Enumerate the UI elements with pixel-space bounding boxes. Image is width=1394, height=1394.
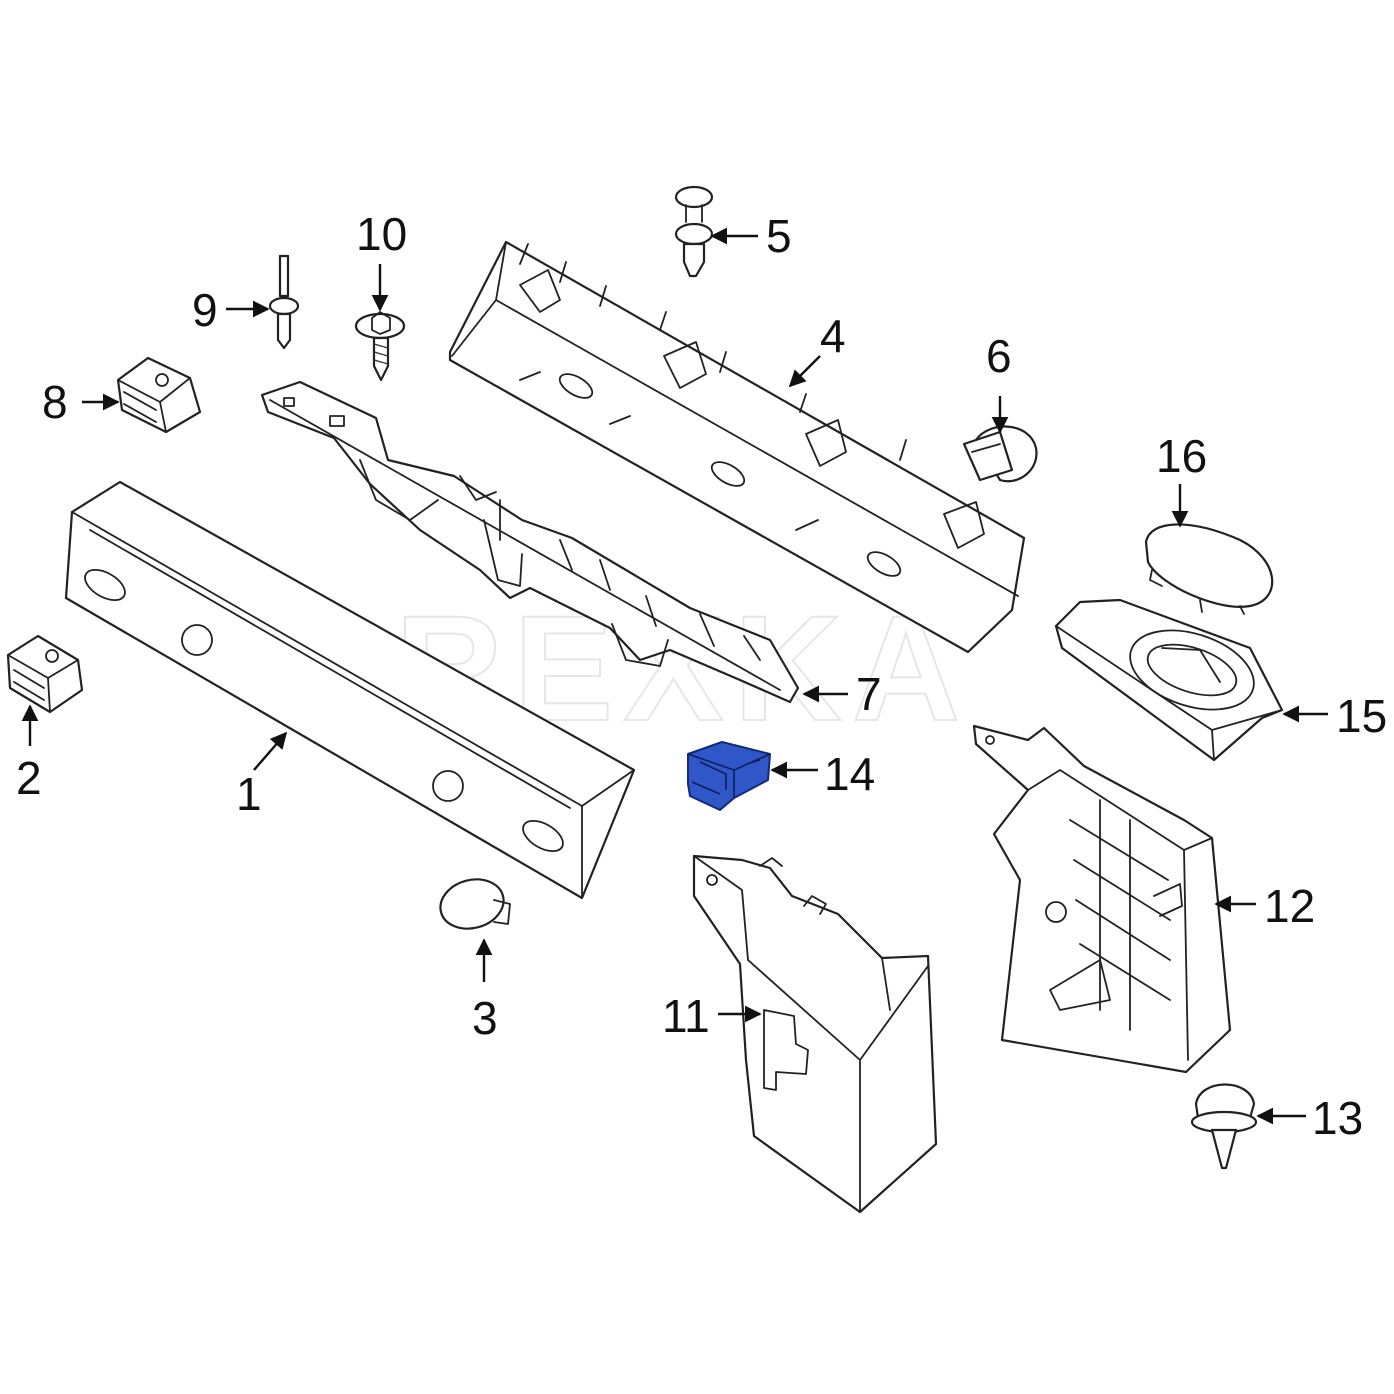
callout-5: 5 xyxy=(766,210,792,262)
callout-6: 6 xyxy=(986,330,1012,382)
part-15-holder[interactable] xyxy=(1054,598,1284,762)
callout-8: 8 xyxy=(42,376,68,428)
part-5-push-pin[interactable] xyxy=(674,185,714,278)
part-10-screw[interactable] xyxy=(354,311,406,382)
callout-4: 4 xyxy=(820,310,846,362)
callout-3: 3 xyxy=(472,992,498,1044)
part-4-upper-trim[interactable] xyxy=(448,240,1026,654)
part-11-lower-panel[interactable] xyxy=(692,854,938,1214)
callout-12: 12 xyxy=(1264,880,1315,932)
part-14-bracket-highlighted[interactable] xyxy=(687,741,771,811)
callout-7: 7 xyxy=(856,668,882,720)
callout-1: 1 xyxy=(236,768,262,820)
callout-11: 11 xyxy=(662,990,710,1042)
part-12-side-panel[interactable] xyxy=(972,724,1232,1074)
part-8-clip[interactable] xyxy=(116,356,202,434)
leader-line-4 xyxy=(788,355,821,388)
part-7-bracket[interactable] xyxy=(260,380,800,704)
leader-line-1 xyxy=(253,731,288,771)
part-9-rivet[interactable] xyxy=(268,254,300,350)
callout-16: 16 xyxy=(1156,430,1207,482)
part-3-cap[interactable] xyxy=(435,873,511,936)
part-13-push-clip[interactable] xyxy=(1190,1083,1258,1170)
part-1-trim-panel[interactable] xyxy=(64,480,636,900)
part-16-cover[interactable] xyxy=(1144,523,1274,615)
part-2-clip[interactable] xyxy=(6,634,84,714)
callout-14: 14 xyxy=(824,748,875,800)
callout-13: 13 xyxy=(1312,1092,1363,1144)
callout-15: 15 xyxy=(1336,690,1387,742)
callout-9: 9 xyxy=(192,284,218,336)
part-6-clip[interactable] xyxy=(962,425,1038,483)
callout-2: 2 xyxy=(16,752,42,804)
callout-10: 10 xyxy=(356,208,407,260)
